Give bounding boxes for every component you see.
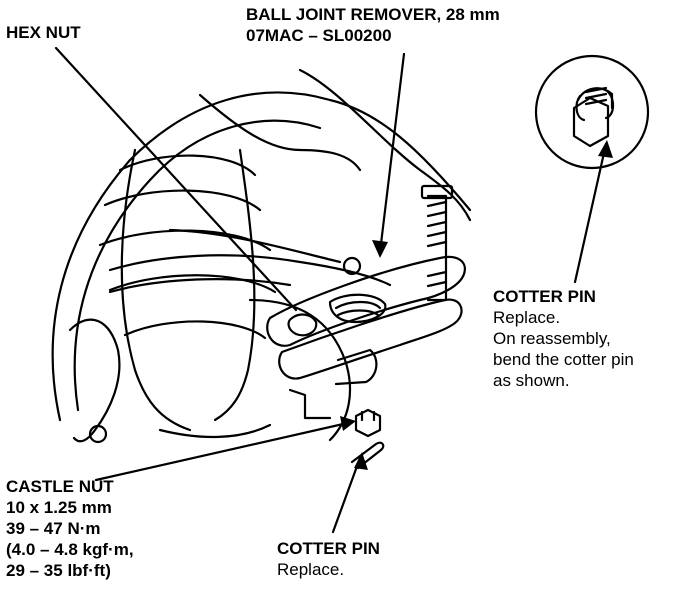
spring-coil-4 <box>108 274 277 294</box>
wheel-arch-outline <box>51 91 472 422</box>
remover-top-plate <box>266 255 466 347</box>
castle-nut-torque-lbfft: 29 – 35 lbf·ft) <box>6 561 111 580</box>
ball-stud <box>287 313 318 337</box>
body-panel-curve <box>298 68 472 222</box>
arrowhead-castle-nut <box>340 416 356 431</box>
arrowhead-ball-joint-remover <box>372 240 388 258</box>
detail-cotter-bend <box>575 90 615 122</box>
castle-nut-size: 10 x 1.25 mm <box>6 498 112 517</box>
detail-stud-threads <box>584 86 608 106</box>
spring-coil-1 <box>118 154 257 177</box>
hex-nut-name: HEX NUT <box>6 23 81 42</box>
damper-right-edge <box>213 148 256 422</box>
ball-joint-boot <box>328 293 387 324</box>
knuckle-outline <box>68 318 121 443</box>
ball-joint-remover-label: BALL JOINT REMOVER, 28 mm 07MAC – SL0020… <box>246 4 500 46</box>
spring-coil-5 <box>123 320 267 340</box>
leader-ball-joint-remover <box>378 52 406 254</box>
lower-arm-bracket <box>288 388 332 420</box>
leader-hex-nut <box>54 46 298 312</box>
cotter-pin-detail-name: COTTER PIN <box>493 287 596 306</box>
cotter-pin-shape <box>350 441 385 470</box>
control-arm-line <box>168 228 342 264</box>
leader-cotter-pin-detail <box>573 142 608 284</box>
upper-panel-line <box>198 93 362 172</box>
cotter-pin-detail-line3: bend the cotter pin <box>493 350 634 369</box>
detail-circle <box>534 54 650 170</box>
ball-joint-remover-name: BALL JOINT REMOVER, 28 mm <box>246 5 500 24</box>
boot-ribs <box>334 300 382 317</box>
castle-nut-torque-kgfm: (4.0 – 4.8 kgf·m, <box>6 540 134 559</box>
cotter-pin-detail-line4: as shown. <box>493 371 570 390</box>
leader-cotter-pin-bottom <box>331 456 362 534</box>
detail-nut-body <box>572 96 610 148</box>
ball-joint-remover-part-number: 07MAC – SL00200 <box>246 26 392 45</box>
remover-jaw-pin <box>342 256 362 276</box>
castle-nut-slot <box>360 410 376 422</box>
castle-nut-body <box>354 408 382 438</box>
remover-lower-plate <box>278 298 463 380</box>
cotter-pin-bottom-line1: Replace. <box>277 560 345 579</box>
remover-tube <box>334 348 378 386</box>
castle-nut-label: CASTLE NUT 10 x 1.25 mm 39 – 47 N·m (4.0… <box>6 476 134 581</box>
cotter-pin-bottom-label: COTTER PIN Replace. <box>277 538 380 580</box>
remover-bolt-head <box>420 184 454 200</box>
castle-nut-torque-nm: 39 – 47 N·m <box>6 519 101 538</box>
castle-nut-name: CASTLE NUT <box>6 477 114 496</box>
upper-arm-top <box>108 254 392 287</box>
cotter-pin-detail-label: COTTER PIN Replace. On reassembly, bend … <box>493 286 634 391</box>
remover-bolt-threads <box>426 200 448 288</box>
hex-nut-label: HEX NUT <box>6 22 81 43</box>
cotter-pin-bottom-name: COTTER PIN <box>277 539 380 558</box>
damper-left-edge <box>120 148 192 432</box>
fender-inner-edge <box>73 119 322 412</box>
arrowhead-cotter-pin-bottom <box>354 452 368 470</box>
cotter-pin-detail-line1: Replace. <box>493 308 561 327</box>
lower-arm-edge <box>248 298 352 442</box>
leader-castle-nut <box>94 420 354 482</box>
remover-bolt-shaft <box>426 194 448 302</box>
cotter-pin-detail-line2: On reassembly, <box>493 329 611 348</box>
arrowhead-cotter-pin-detail <box>598 140 613 158</box>
upper-arm-bottom <box>108 278 292 294</box>
knuckle-arm <box>158 423 272 439</box>
knuckle-bolt-hole <box>88 424 108 444</box>
